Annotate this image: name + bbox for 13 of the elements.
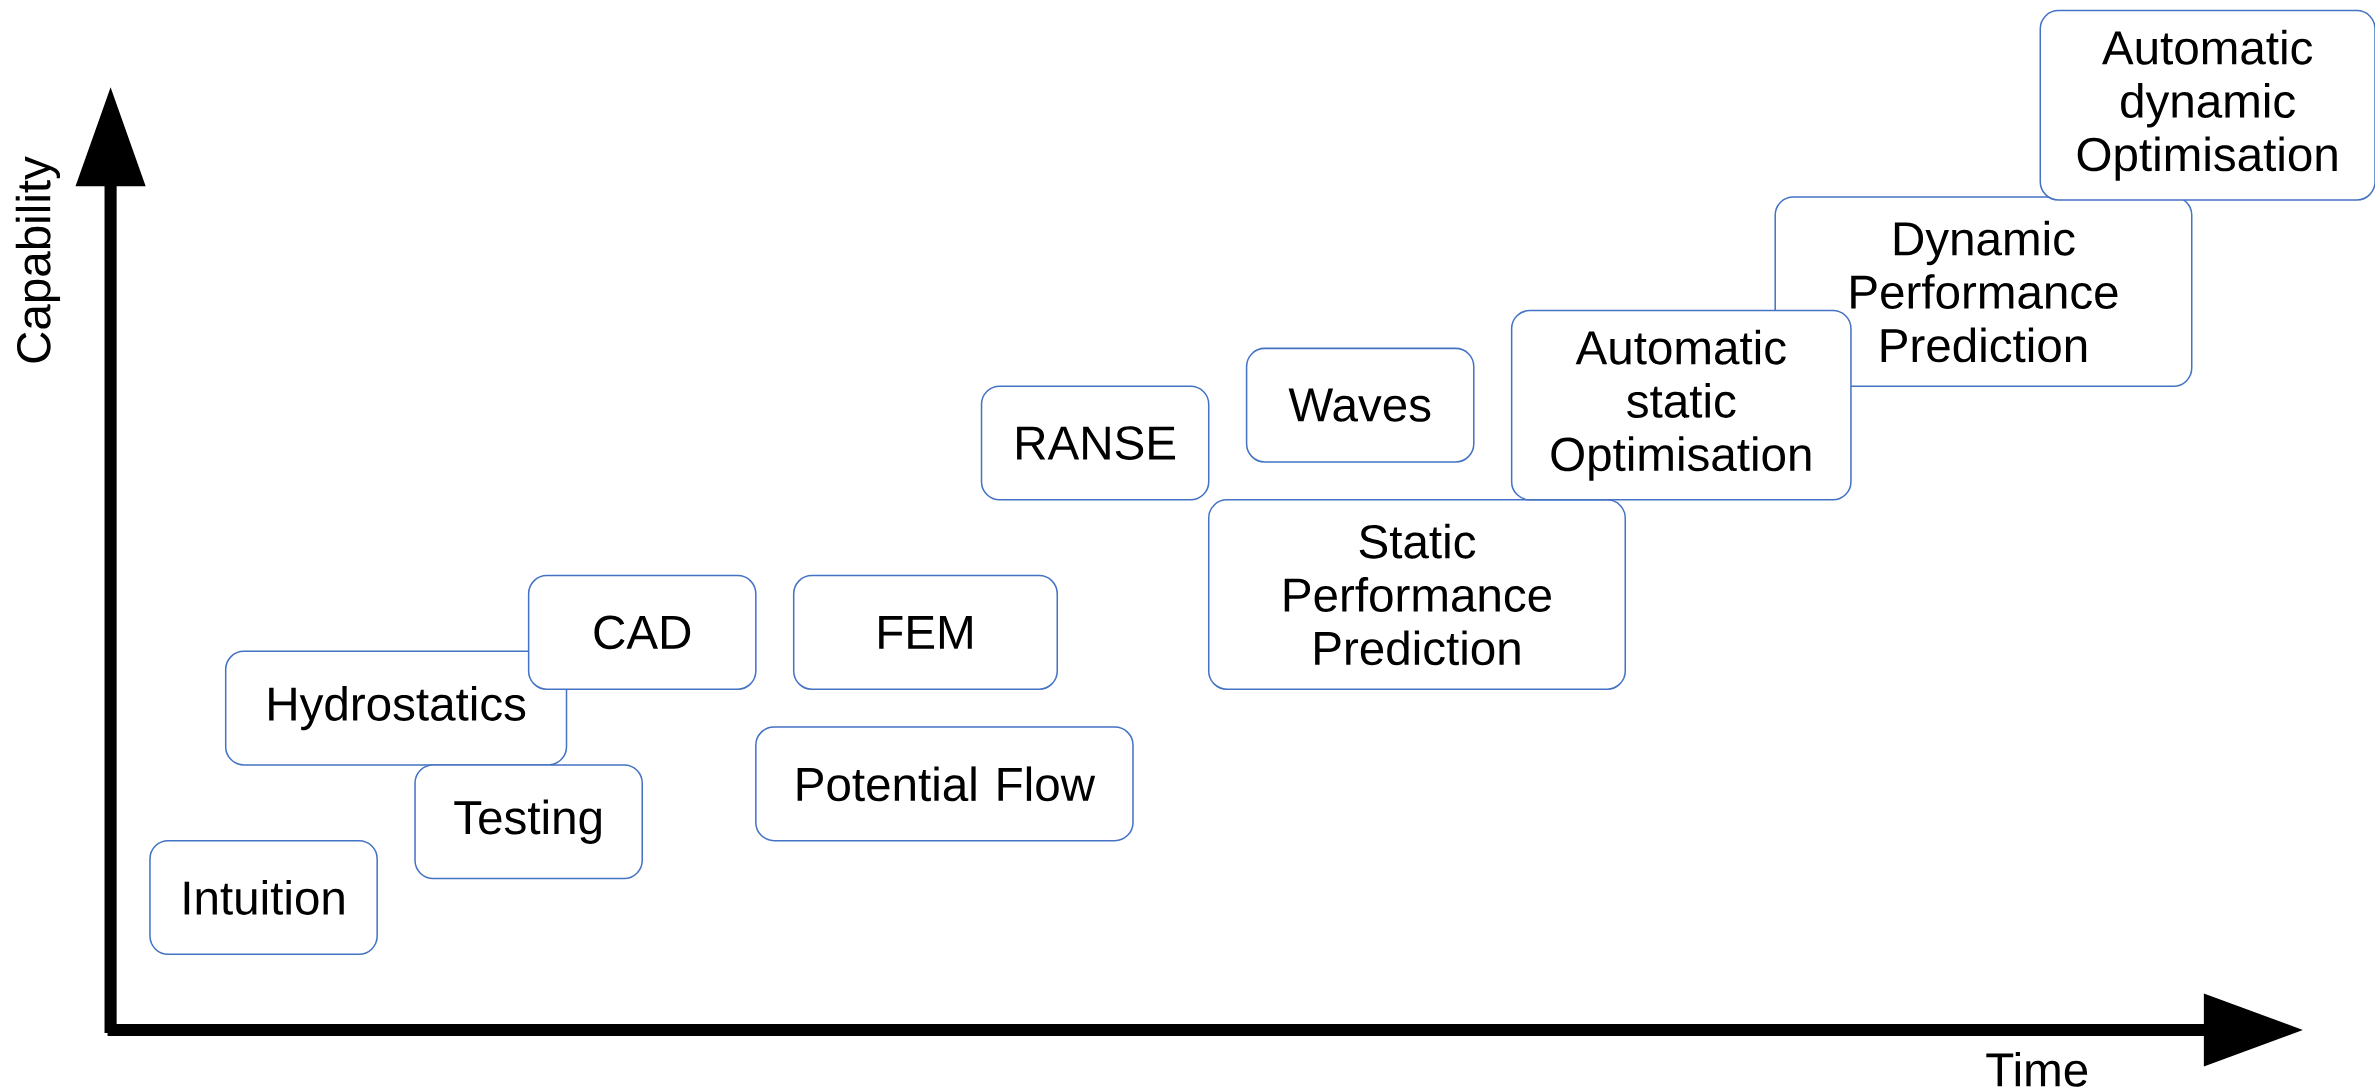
axis-label: Time [1986,1052,2088,1088]
rounded-box: Testing [414,764,643,880]
rounded-box: Automatic static Optimisation [1510,309,1852,501]
rounded-box: FEM [792,575,1058,691]
axis-label: Capability [15,156,61,363]
rounded-box: Automatic dynamic Optimisation [2039,10,2375,201]
rounded-box: Intuition [149,840,378,956]
rounded-box: RANSE [980,385,1210,501]
rounded-box: Static Performance Prediction [1207,499,1626,691]
rounded-box: Potential Flow [755,726,1134,842]
rounded-box: Hydrostatics [224,650,568,766]
rounded-box: CAD [527,575,757,691]
rounded-box: Waves [1245,347,1475,463]
